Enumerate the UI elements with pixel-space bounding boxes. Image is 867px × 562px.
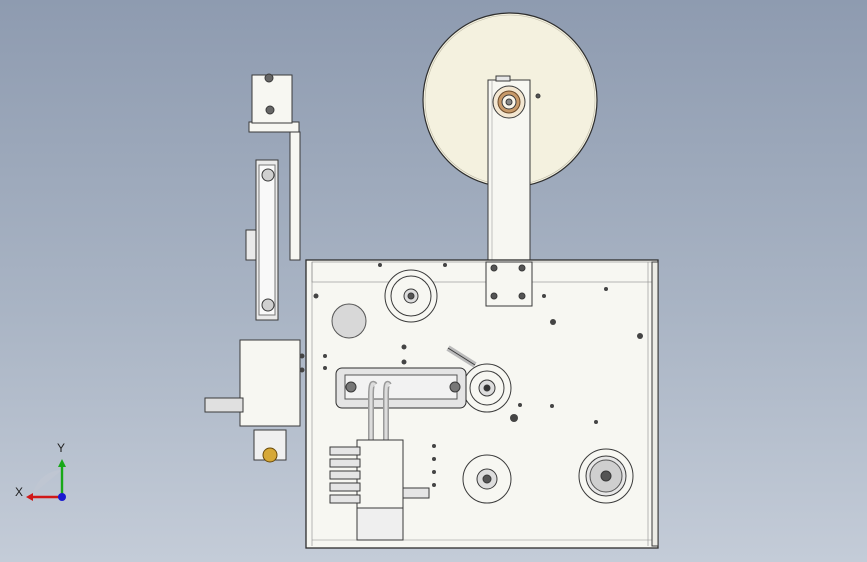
rewind-roller	[578, 448, 634, 504]
fastener-holes	[299, 263, 643, 487]
x-axis-arrowhead	[26, 493, 33, 501]
triad-x-label: X	[15, 485, 24, 499]
y-axis-arrowhead	[58, 459, 66, 467]
upper-guide-roller	[384, 269, 438, 323]
drive-roller	[462, 454, 512, 504]
coordinate-triad	[26, 459, 66, 501]
pneumatic-cylinder	[335, 367, 467, 409]
tension-roller	[446, 345, 512, 413]
air-tubing	[368, 380, 392, 530]
triad-y-label: Y	[57, 441, 66, 455]
valve-manifold	[329, 439, 430, 541]
reel-hub	[492, 75, 541, 119]
cutout-hole	[331, 303, 367, 339]
vertical-applicator	[204, 73, 301, 463]
z-axis-dot	[58, 493, 66, 501]
arm-mount-bracket	[485, 261, 533, 307]
